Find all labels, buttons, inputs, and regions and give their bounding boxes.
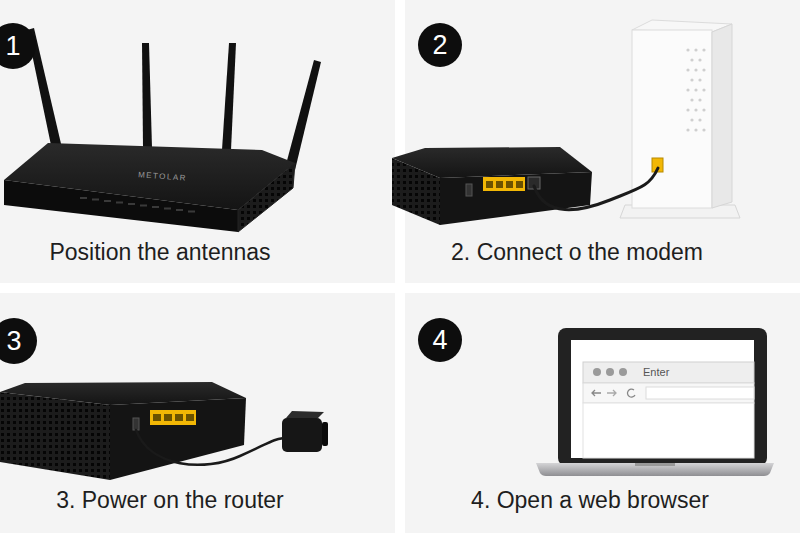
step-panel: Position the antennas 1 — [0, 0, 395, 283]
step-caption: 2. Connect o the modem — [427, 238, 727, 266]
step-number-circle: 2 — [418, 23, 462, 67]
step-number-circle: 3 — [0, 318, 37, 364]
step-caption: 4. Open a web browser — [440, 486, 740, 514]
step-number-circle: 4 — [418, 318, 462, 362]
callout-number: 1 — [5, 33, 20, 60]
step-caption: Position the antennas — [20, 238, 300, 266]
callout-number: 2 — [432, 32, 447, 59]
step-panel: 3. Power on the router 3 — [0, 293, 395, 533]
callout-number: 3 — [6, 328, 21, 355]
callout-number: 4 — [432, 327, 447, 354]
step-panel: 2. Connect o the modem 2 — [405, 0, 800, 283]
step-caption: 3. Power on the router — [20, 486, 320, 514]
step-number-circle: 1 — [0, 23, 36, 69]
browser-tab-label: Enter — [643, 366, 669, 378]
step-panel: 4. Open a web browser 4 — [405, 293, 800, 533]
